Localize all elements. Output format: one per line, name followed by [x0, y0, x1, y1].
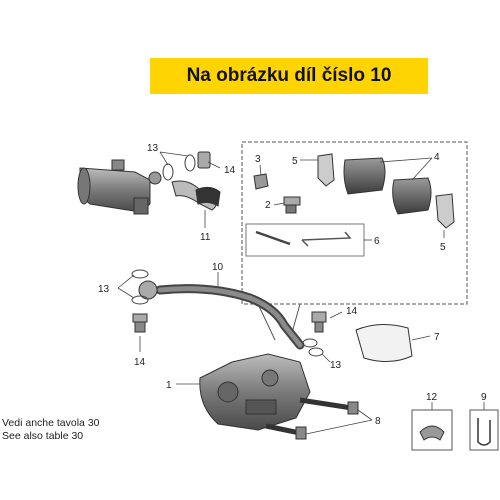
- callout-9: 9: [481, 392, 487, 403]
- banjo-washers-left: [131, 269, 149, 333]
- callout-5-bottom: 5: [440, 242, 446, 253]
- callout-13-right: 13: [330, 360, 342, 371]
- banjo-washers-top: [162, 151, 211, 181]
- callout-13-top: 13: [147, 143, 159, 154]
- callout-11: 11: [200, 232, 211, 243]
- callout-14-left: 14: [134, 357, 146, 368]
- reference-note-it: Vedi anche tavola 30: [2, 417, 100, 429]
- title-banner: Na obrázku díl číslo 10: [150, 58, 428, 94]
- caliper-cover-part: [355, 324, 413, 362]
- part-12-box: [411, 409, 453, 451]
- callout-6: 6: [374, 236, 380, 247]
- bleed-cap-part: [253, 173, 269, 190]
- callout-2: 2: [265, 200, 271, 211]
- brake-pad-upper: [343, 157, 386, 195]
- master-cylinder-part: [77, 159, 162, 215]
- pad-pin-kit-part: [245, 223, 365, 257]
- callout-10: 10: [212, 262, 224, 273]
- callout-1: 1: [166, 380, 172, 391]
- callout-14-right: 14: [346, 306, 358, 317]
- part-9-box: [469, 409, 499, 451]
- callout-leaders: [117, 151, 485, 435]
- callout-13-left: 13: [98, 284, 110, 295]
- reference-note-en: See also table 30: [2, 430, 84, 442]
- callout-8: 8: [375, 416, 381, 427]
- callout-5-top: 5: [292, 156, 298, 167]
- brake-pad-lower: [392, 177, 432, 215]
- callout-4: 4: [434, 152, 440, 163]
- title-text: Na obrázku díl číslo 10: [186, 65, 392, 86]
- banjo-washers-right: [302, 311, 327, 357]
- pad-spring-lower: [435, 193, 455, 229]
- pads-kit-box: [241, 141, 468, 305]
- brake-hose-part: [138, 280, 305, 350]
- callout-labels: 13 14 11 3 5 4 2 5 6 10 13 14 14 13 7 1 …: [98, 143, 487, 427]
- callout-7: 7: [434, 332, 440, 343]
- hose-fitting-part: [171, 180, 221, 211]
- caliper-bolts-part: [265, 397, 359, 440]
- callout-3: 3: [255, 154, 261, 165]
- callout-14-top: 14: [224, 165, 236, 176]
- callout-12: 12: [426, 392, 438, 403]
- bleed-screw-part: [283, 196, 301, 214]
- pad-spring-upper: [317, 153, 335, 187]
- box-leader-left: [257, 303, 276, 341]
- brake-caliper-part: [199, 353, 311, 431]
